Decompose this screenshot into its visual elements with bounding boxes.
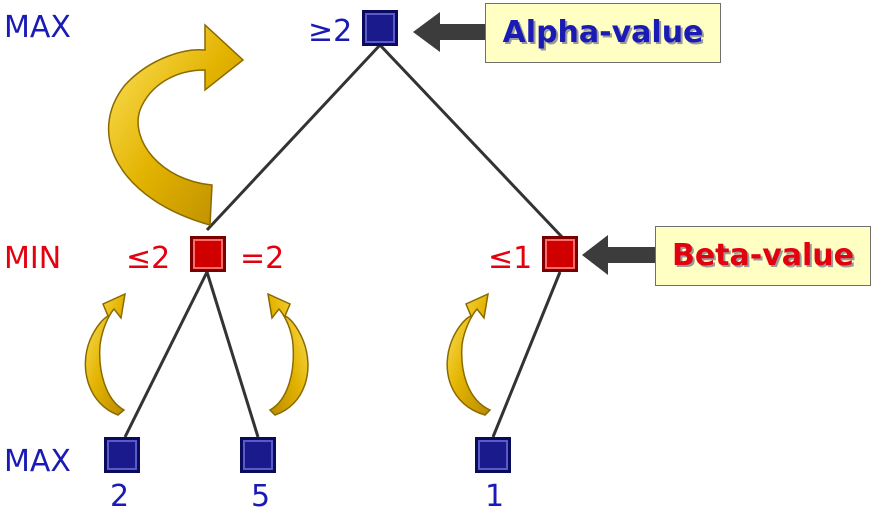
curved-arrow-icon-leaf1 xyxy=(84,292,126,416)
level-label-top: MAX xyxy=(4,10,71,45)
min-left-bound: ≤2 xyxy=(126,241,171,276)
root-value: ≥2 xyxy=(308,14,353,49)
edge-root-minright xyxy=(378,43,564,239)
big-curved-arrow-icon xyxy=(108,23,245,226)
edge-minleft-leaf1 xyxy=(123,271,209,438)
edge-minleft-leaf2 xyxy=(205,271,260,438)
min-node-right xyxy=(542,236,578,272)
level-label-bottom: MAX xyxy=(4,444,71,479)
max-node-leaf-3 xyxy=(475,437,511,473)
level-label-middle: MIN xyxy=(4,241,62,276)
max-node-root xyxy=(362,10,398,46)
min-node-left xyxy=(190,236,226,272)
leaf-value-3: 1 xyxy=(485,479,505,514)
edge-root-minleft xyxy=(205,43,382,232)
alpha-value-callout: Alpha-value xyxy=(485,3,721,63)
leaf-value-1: 2 xyxy=(110,479,130,514)
curved-arrow-icon-leaf2 xyxy=(267,292,309,416)
min-right-bound: ≤1 xyxy=(488,241,533,276)
max-node-leaf-1 xyxy=(104,437,140,473)
tree-edges xyxy=(123,43,564,438)
beta-value-callout: Beta-value xyxy=(655,226,871,286)
leaf-value-2: 5 xyxy=(251,479,271,514)
curved-arrow-icon-leaf3 xyxy=(446,292,492,416)
beta-pointer-arrow-icon xyxy=(582,235,657,275)
edge-minright-leaf3 xyxy=(491,271,562,438)
alpha-pointer-arrow-icon xyxy=(413,12,487,52)
max-node-leaf-2 xyxy=(240,437,276,473)
min-left-result: =2 xyxy=(240,241,285,276)
